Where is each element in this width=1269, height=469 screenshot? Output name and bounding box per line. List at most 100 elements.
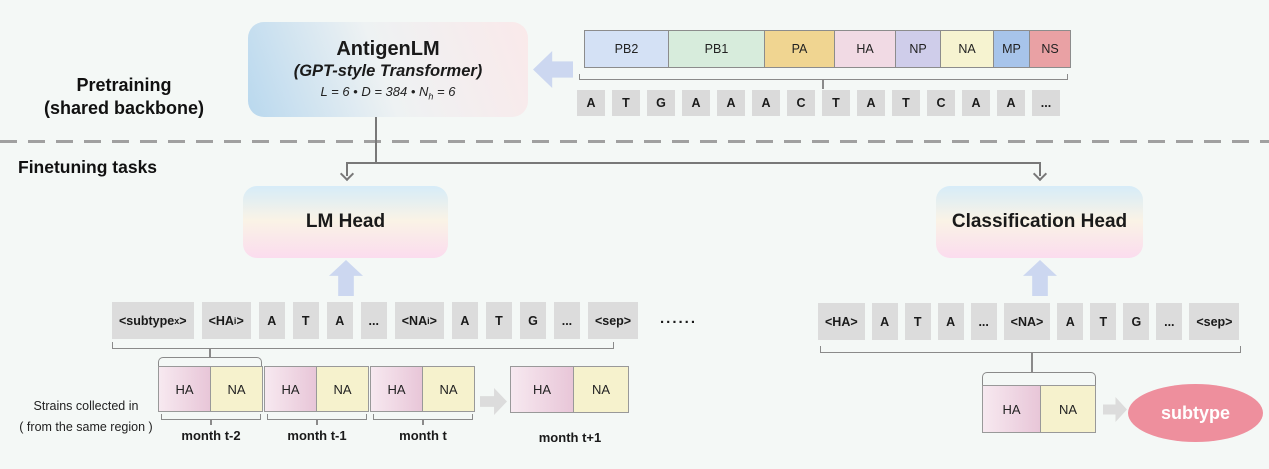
token-text: <subtype: [119, 313, 175, 328]
sequence-token: <sep>: [1189, 303, 1240, 340]
sequence-token: T: [904, 303, 931, 340]
subtype-ellipse: subtype: [1128, 384, 1263, 442]
cls-token-bracket: [820, 346, 1241, 353]
sequence-token: A: [258, 302, 285, 339]
next-month-pair: HA NA: [510, 366, 629, 413]
nucleotide-token: T: [822, 90, 850, 116]
token-text: <sep>: [1196, 314, 1233, 329]
token-text: <NA: [401, 313, 428, 328]
section-divider: [0, 140, 1269, 143]
month-label: month t+1: [538, 430, 602, 445]
sequence-token: <HA>: [818, 303, 865, 340]
token-text-close: >: [429, 313, 437, 328]
month-label: month t: [399, 428, 447, 443]
sequence-token: <sep>: [587, 302, 639, 339]
nucleotide-token: A: [857, 90, 885, 116]
token-text: A: [1065, 314, 1075, 329]
classification-head-box: Classification Head: [936, 186, 1143, 258]
na-box: NA: [422, 366, 475, 412]
sequence-token: A: [451, 302, 478, 339]
ha-box: HA: [264, 366, 317, 412]
nucleotide-token: T: [612, 90, 640, 116]
ha-box: HA: [510, 366, 574, 413]
nucleotide-token: A: [577, 90, 605, 116]
nucleotide-token: A: [752, 90, 780, 116]
hyperparams-text: L = 6 • D = 384 • N: [320, 83, 429, 99]
token-text: ...: [978, 314, 989, 329]
strains-caption: Strains collected in ( from the same reg…: [0, 399, 172, 441]
genome-segment: MP: [993, 30, 1030, 68]
strains-caption-line2: ( from the same region ): [19, 420, 153, 434]
sequence-ellipsis: ......: [660, 310, 698, 327]
genome-segment: PB2: [584, 30, 669, 68]
genome-segment: PA: [764, 30, 835, 68]
month-bracket: [161, 414, 261, 420]
nucleotide-token: ...: [1032, 90, 1060, 116]
cls-token-row: <HA> A T A ... <NA> A T G ... <sep>: [818, 303, 1240, 340]
token-text: G: [528, 313, 538, 328]
token-text: A: [880, 314, 890, 329]
genome-segment-bar: PB2 PB1 PA HA NP NA MP NS: [584, 30, 1071, 68]
cls-pair-bracket: [982, 372, 1096, 385]
cls-bracket-tick: [1031, 353, 1033, 373]
lm-head-box: LM Head: [243, 186, 448, 258]
token-text-close: >: [236, 313, 244, 328]
genome-bracket: [579, 74, 1068, 80]
month-groups: HA NA month t-2 HA NA month t-1 HA: [158, 366, 476, 443]
pretraining-label-line2: (shared backbone): [43, 98, 205, 119]
hyperparams-text-2: = 6: [433, 83, 456, 99]
na-box: NA: [573, 366, 629, 413]
sequence-token: ...: [553, 302, 580, 339]
token-text: <NA>: [1010, 314, 1044, 329]
strain-pair: HA NA: [370, 366, 476, 412]
nucleotide-token: A: [962, 90, 990, 116]
nucleotide-token: A: [682, 90, 710, 116]
pretraining-label: Pretraining (shared backbone): [8, 74, 240, 121]
token-text: <HA: [208, 313, 234, 328]
sequence-token: A: [937, 303, 964, 340]
token-text: <sep>: [594, 313, 632, 328]
genome-bracket-tick: [822, 80, 824, 89]
month-bracket-tick: [316, 420, 318, 425]
up-arrow-icon: [1023, 260, 1057, 296]
ha-box: HA: [370, 366, 423, 412]
first-pair-bracket: [158, 357, 262, 366]
backbone-subtitle: (GPT-style Transformer): [293, 61, 483, 80]
sequence-token: T: [292, 302, 319, 339]
sequence-token: ...: [970, 303, 997, 340]
nucleotide-token: C: [787, 90, 815, 116]
strain-pair: HA NA: [264, 366, 370, 412]
month-group: HA NA month t-1: [264, 366, 370, 443]
arrowhead-down-icon: [339, 166, 355, 182]
pretraining-label-line1: Pretraining: [76, 75, 172, 95]
sequence-token: G: [1123, 303, 1150, 340]
genome-segment: PB1: [668, 30, 765, 68]
genome-segment: NS: [1029, 30, 1071, 68]
lm-token-bracket: [112, 342, 614, 349]
token-subscript: i: [427, 315, 430, 326]
block-arrow-left-icon: [533, 51, 573, 88]
sequence-token: T: [1090, 303, 1117, 340]
genome-segment: NA: [940, 30, 994, 68]
backbone-box: AntigenLM (GPT-style Transformer) L = 6 …: [248, 22, 528, 117]
token-text: ...: [1164, 314, 1175, 329]
token-text: T: [1099, 314, 1108, 329]
backbone-title: AntigenLM: [336, 37, 440, 60]
token-text: ...: [368, 313, 379, 328]
strains-caption-line1: Strains collected in: [33, 399, 139, 413]
token-text: A: [460, 313, 470, 328]
month-bracket: [373, 414, 473, 420]
hyperparams-subscript: h: [428, 91, 434, 102]
na-box: NA: [1040, 385, 1096, 433]
finetuning-label: Finetuning tasks: [18, 157, 158, 177]
branch-connector-line: [346, 162, 1041, 164]
sequence-token: ...: [1156, 303, 1183, 340]
nucleotide-token: A: [717, 90, 745, 116]
sequence-token: A: [326, 302, 353, 339]
sequence-token: A: [1057, 303, 1084, 340]
nucleotide-token: T: [892, 90, 920, 116]
month-label: month t-1: [287, 428, 347, 443]
